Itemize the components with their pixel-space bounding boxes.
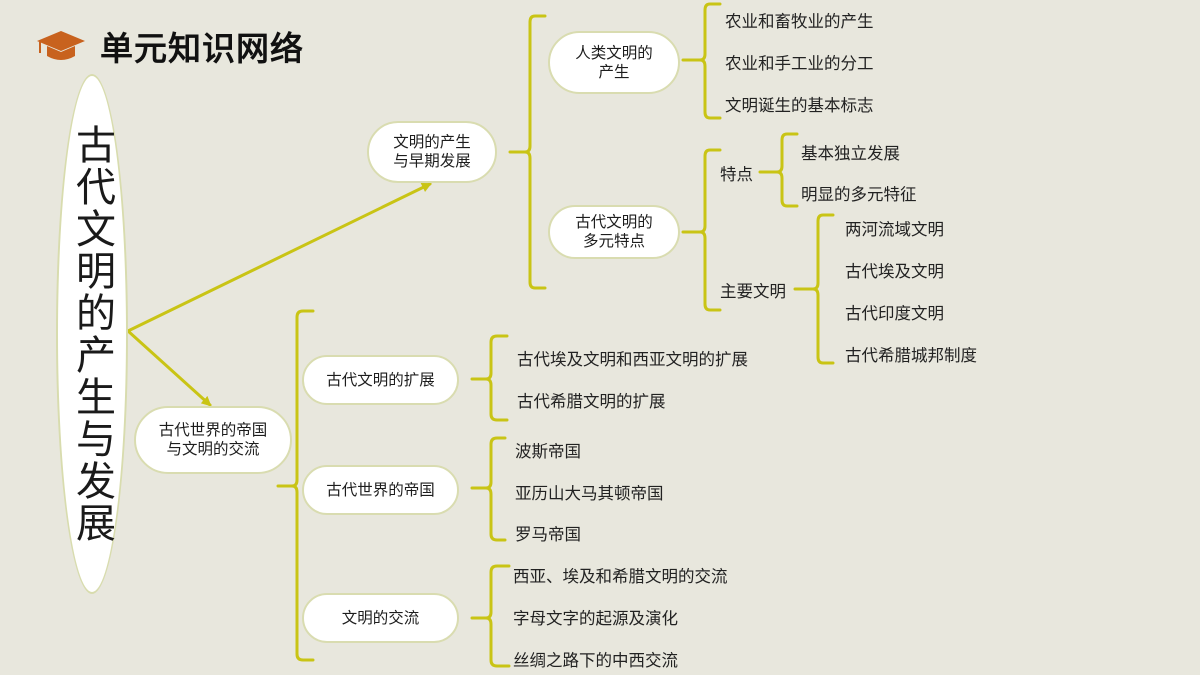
arrow-to-branch-2 — [126, 329, 212, 407]
page-header: 单元知识网络 — [36, 22, 304, 70]
node-label: 古代文明的扩展 — [326, 370, 435, 389]
node-label: 人类文明的 产生 — [575, 43, 653, 81]
root-label: 古代文明的产生与发展 — [69, 124, 115, 544]
leaf-item: 明显的多元特征 — [801, 185, 917, 204]
arrow-to-branch-1 — [126, 182, 432, 333]
node-label: 古代文明的 多元特点 — [575, 213, 653, 250]
branch-node-origin[interactable]: 文明的产生 与早期发展 — [367, 121, 497, 183]
node-civilization-exchange[interactable]: 文明的交流 — [302, 593, 459, 643]
root-node[interactable]: 古代文明的产生与发展 — [56, 74, 128, 594]
leaf-item: 古代希腊文明的扩展 — [517, 392, 666, 411]
leaf-item: 罗马帝国 — [515, 525, 581, 544]
leaf-item: 古代印度文明 — [845, 304, 944, 323]
leaf-item: 西亚、埃及和希腊文明的交流 — [513, 567, 728, 586]
branch-label: 文明的产生 与早期发展 — [393, 133, 471, 170]
branch-node-empires[interactable]: 古代世界的帝国 与文明的交流 — [134, 406, 292, 474]
node-label: 文明的交流 — [341, 608, 420, 627]
node-multi-features[interactable]: 古代文明的 多元特点 — [548, 205, 680, 259]
node-label: 古代世界的帝国 — [326, 480, 435, 499]
group-label-main-civilizations: 主要文明 — [720, 282, 786, 301]
node-civilization-expansion[interactable]: 古代文明的扩展 — [302, 355, 459, 405]
leaf-item: 丝绸之路下的中西交流 — [513, 651, 678, 670]
leaf-item: 波斯帝国 — [515, 442, 581, 461]
node-human-civilization-origin[interactable]: 人类文明的 产生 — [548, 31, 680, 94]
leaf-item: 基本独立发展 — [801, 144, 900, 163]
leaf-item: 古代希腊城邦制度 — [845, 346, 977, 365]
leaf-item: 亚历山大马其顿帝国 — [515, 484, 664, 503]
graduation-cap-icon — [37, 31, 85, 60]
leaf-item: 古代埃及文明 — [845, 262, 944, 281]
leaf-item: 古代埃及文明和西亚文明的扩展 — [517, 350, 748, 369]
group-label-features: 特点 — [720, 165, 753, 184]
node-ancient-empires[interactable]: 古代世界的帝国 — [302, 465, 459, 515]
leaf-item: 两河流域文明 — [845, 220, 944, 239]
leaf-item: 字母文字的起源及演化 — [513, 609, 678, 628]
branch-label: 古代世界的帝国 与文明的交流 — [158, 421, 268, 458]
leaf-item: 农业和手工业的分工 — [725, 54, 874, 73]
page-title: 单元知识网络 — [100, 29, 304, 68]
leaf-item: 农业和畜牧业的产生 — [725, 12, 874, 31]
leaf-item: 文明诞生的基本标志 — [725, 96, 874, 115]
